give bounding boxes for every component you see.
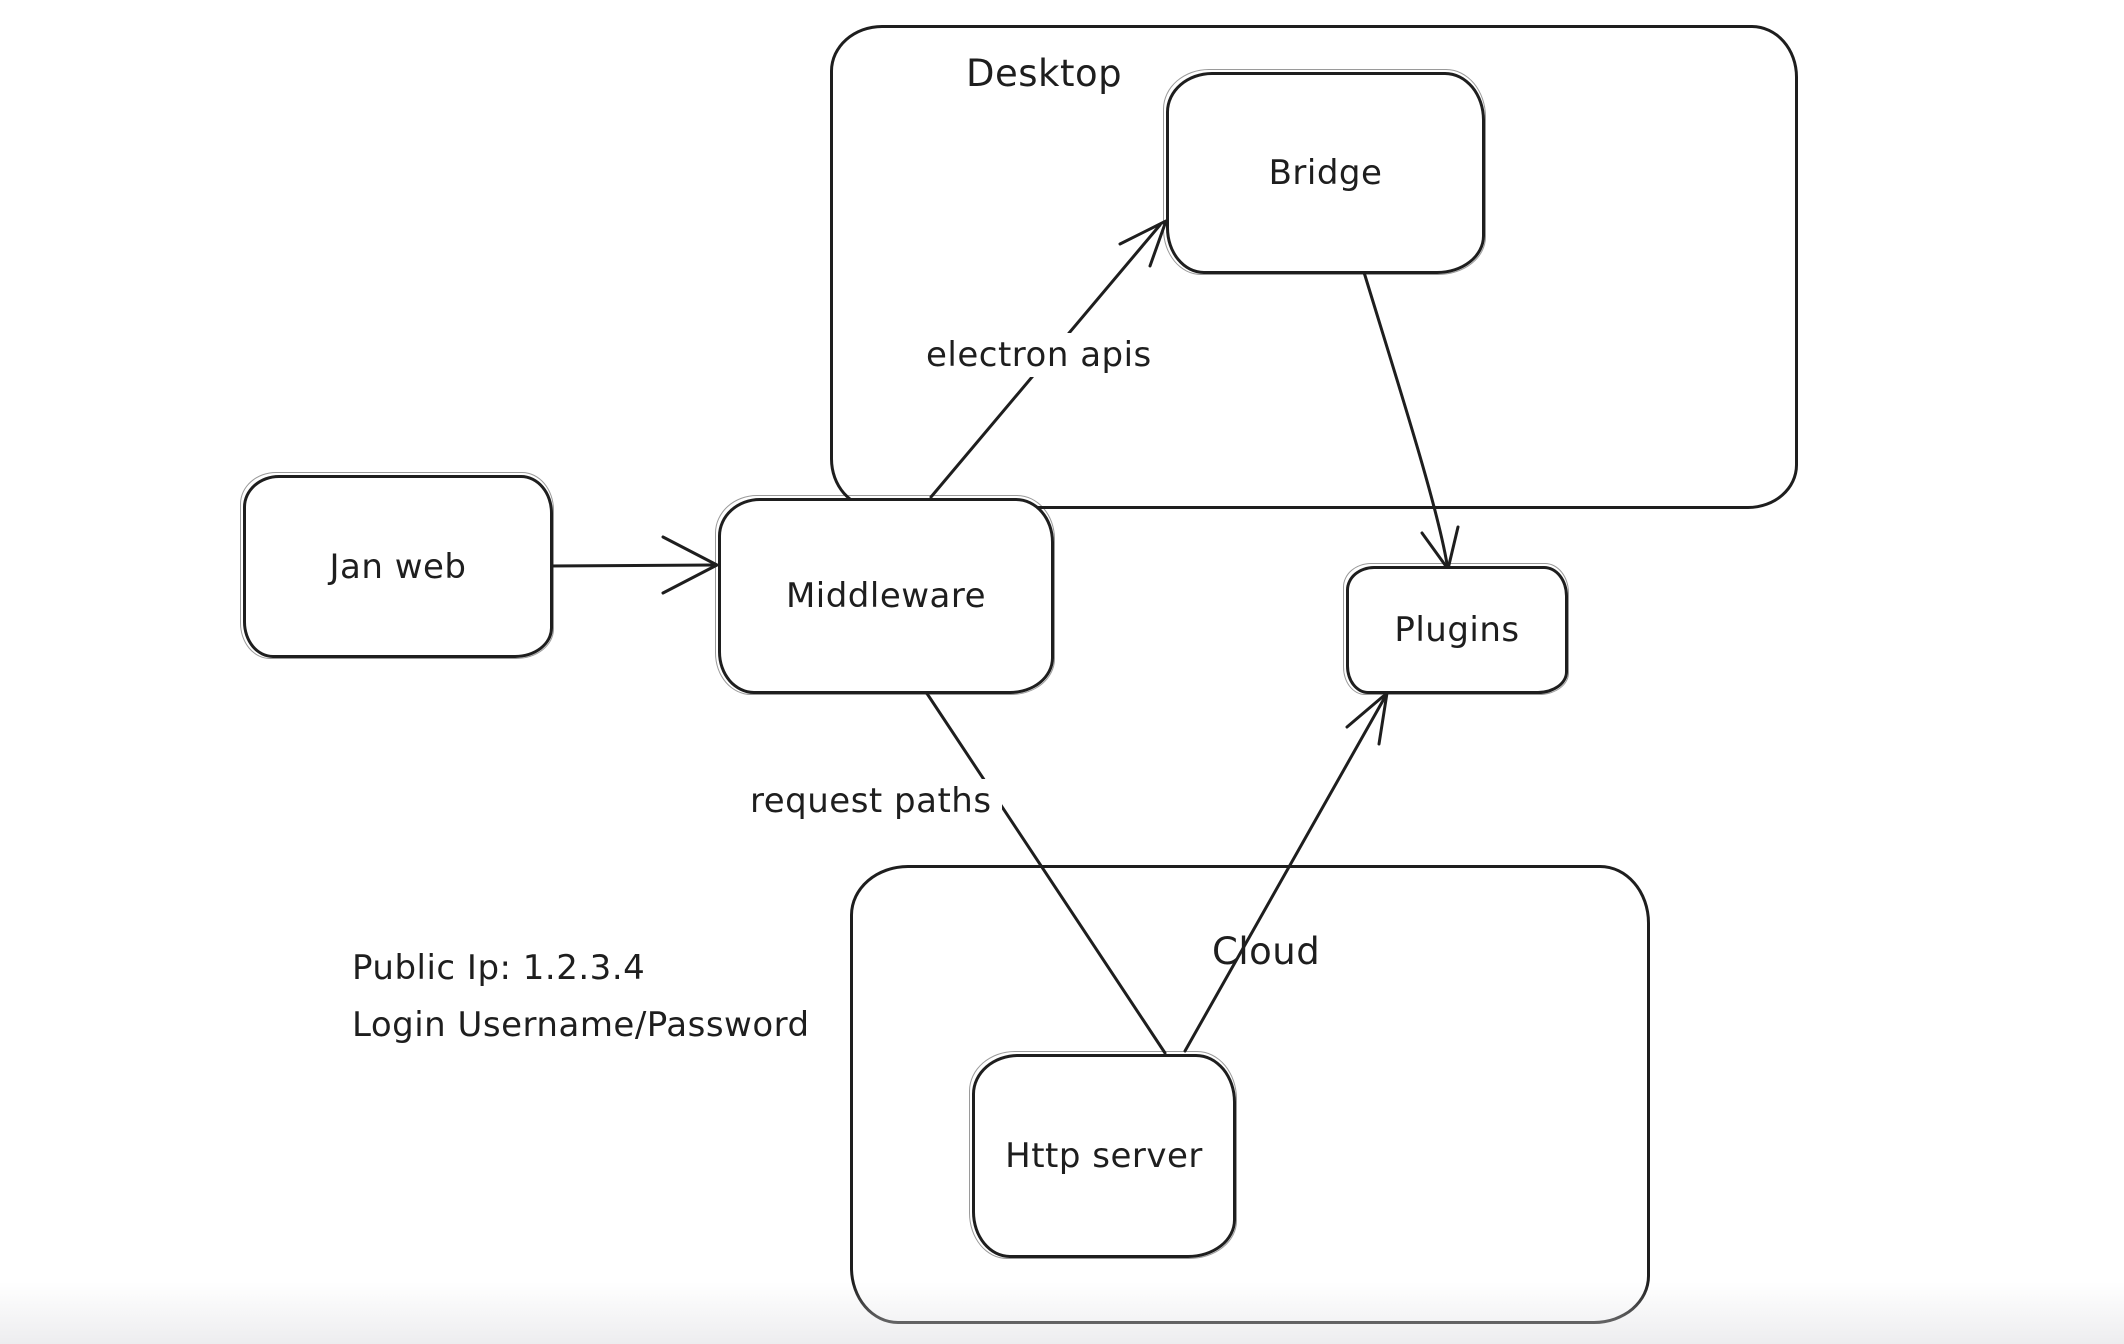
node-plugins-label: Plugins xyxy=(1394,610,1520,650)
node-middleware-label: Middleware xyxy=(785,576,987,616)
edge-httpserver-to-plugins[interactable] xyxy=(1183,691,1389,1053)
node-bridge-label: Bridge xyxy=(1268,153,1383,193)
node-jan-web-label: Jan web xyxy=(329,546,467,587)
node-middleware[interactable]: Middleware xyxy=(715,495,1055,695)
node-http-server[interactable]: Http server xyxy=(969,1051,1237,1259)
edge-bridge-to-plugins[interactable] xyxy=(1361,267,1460,571)
node-bridge[interactable]: Bridge xyxy=(1163,69,1486,275)
edge-label-request-paths[interactable]: request paths xyxy=(740,779,1002,823)
annotation-credentials[interactable]: Public Ip: 1.2.3.4 Login Username/Passwo… xyxy=(352,940,810,1054)
annotation-credentials-line2: Login Username/Password xyxy=(352,1005,810,1046)
node-jan-web[interactable]: Jan web xyxy=(240,472,554,659)
container-desktop[interactable] xyxy=(830,25,1798,509)
node-plugins[interactable]: Plugins xyxy=(1343,563,1569,695)
edge-janweb-to-middleware[interactable] xyxy=(545,535,719,595)
container-desktop-label: Desktop xyxy=(966,52,1123,95)
container-cloud-label: Cloud xyxy=(1212,930,1321,973)
node-http-server-label: Http server xyxy=(1005,1136,1203,1176)
edge-middleware-to-httpserver[interactable] xyxy=(922,687,1167,1055)
annotation-credentials-line1: Public Ip: 1.2.3.4 xyxy=(352,948,646,988)
edge-label-electron-apis[interactable]: electron apis xyxy=(916,333,1162,377)
